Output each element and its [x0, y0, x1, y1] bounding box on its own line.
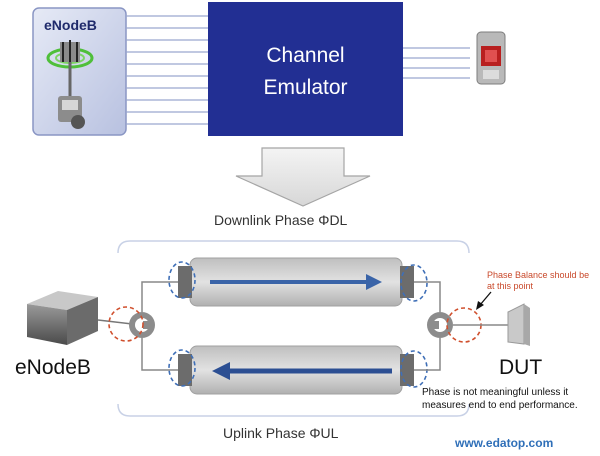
channel-emulator-label-line2: Emulator: [263, 76, 348, 99]
feed-lines: [126, 15, 208, 125]
down-arrow: [235, 147, 371, 207]
uplink-phase-label: Uplink Phase ΦUL: [223, 425, 339, 441]
downlink-bracket: [117, 240, 470, 254]
left-branch-bottom: [141, 338, 182, 371]
watermark: www.edatop.com: [455, 436, 554, 450]
enodeb-title: eNodeB: [44, 17, 97, 33]
circulator-icon: [427, 312, 453, 338]
antenna-icon: [507, 303, 530, 346]
right-branch-top: [414, 281, 441, 312]
downlink-phase-label: Downlink Phase ΦDL: [214, 212, 348, 228]
pointer-arrow: [479, 291, 492, 306]
dut-label: DUT: [499, 356, 543, 379]
channel-emulator-label-line1: Channel: [266, 44, 345, 67]
circulator-icon: [129, 312, 155, 338]
enodeb-link: [97, 319, 133, 325]
phone-icon: [476, 31, 506, 85]
enodeb-label: eNodeB: [15, 356, 91, 379]
downlink-cable: [178, 257, 414, 307]
phone-lines: [403, 47, 470, 79]
server-box-icon: [27, 291, 98, 345]
dashed-red-left: [108, 306, 144, 342]
phase-balance-note: Phase Balance should be at this point: [487, 270, 590, 291]
tower-icon: [46, 40, 94, 129]
enodeb-panel: [32, 7, 127, 136]
pointer-arrow-head: [476, 301, 484, 310]
dashed-blue-dl-left: [168, 261, 196, 299]
dashed-blue-ul-left: [168, 349, 196, 387]
channel-emulator-box: [208, 2, 403, 136]
right-branch-bottom: [414, 338, 441, 371]
dashed-blue-dl-right: [400, 264, 428, 302]
phase-meaning-note: Phase is not meaningful unless it measur…: [422, 387, 578, 411]
uplink-cable: [178, 345, 414, 395]
dashed-blue-ul-right: [400, 350, 428, 388]
uplink-bracket: [117, 403, 470, 417]
left-branch-top: [141, 281, 182, 312]
